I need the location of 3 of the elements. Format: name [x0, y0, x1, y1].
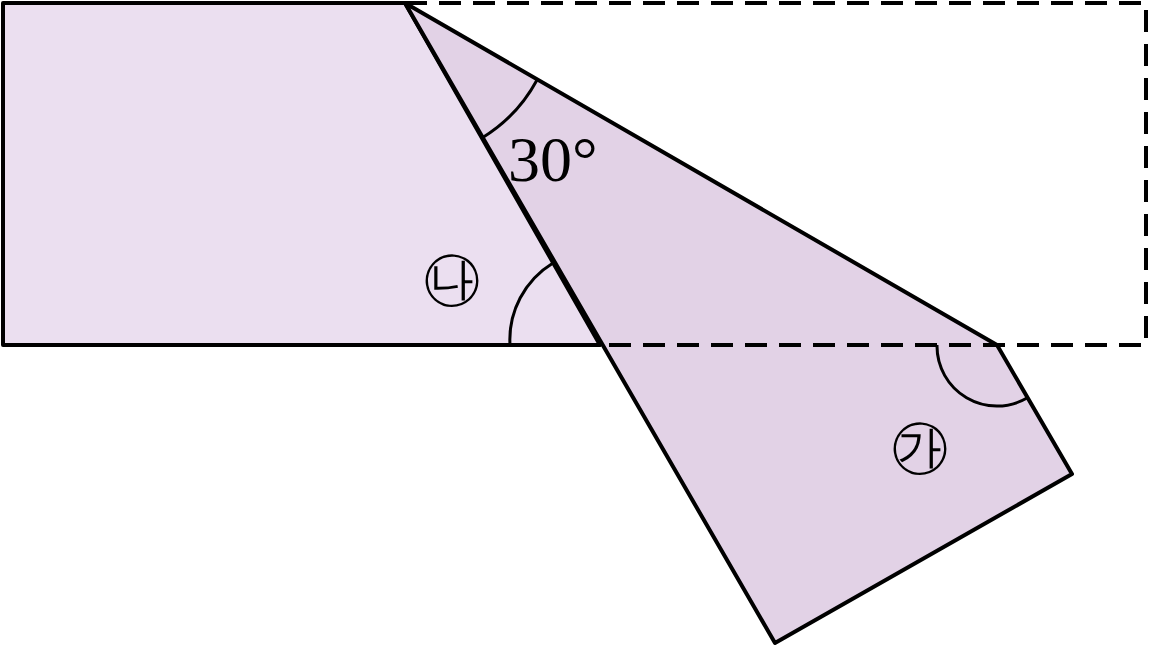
angle-label: ㉮ [890, 415, 950, 475]
angle-label: 30° [508, 128, 598, 192]
angle-label: ㉯ [422, 247, 482, 307]
